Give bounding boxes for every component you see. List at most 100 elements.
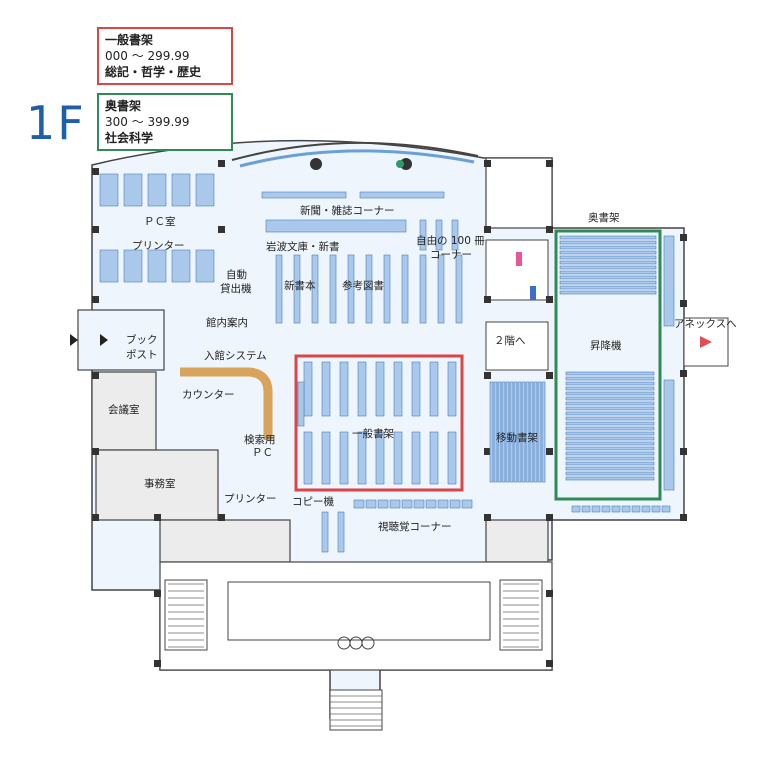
desk [147,173,167,207]
pillar [154,660,161,667]
shelf [537,381,542,483]
shelf [429,431,439,485]
label-counter: カウンター [182,389,235,401]
shelf [401,254,409,324]
shelf [451,219,459,251]
shelf [411,431,421,485]
shelf [559,250,657,255]
shelf [429,361,439,417]
shelf [565,376,655,381]
back-shelves-highlight [554,229,662,501]
shelf [565,396,655,401]
shelf [419,254,427,324]
shelf [347,254,355,324]
shelf [357,361,367,417]
shelf [565,436,655,441]
pillar [92,514,99,521]
desk [377,499,389,509]
shelf [565,441,655,446]
shelf [663,379,675,491]
shelf [275,254,283,324]
label-newspapers: 新聞・雑誌コーナー [300,205,395,217]
desk [195,173,215,207]
shelf [565,446,655,451]
shelf [559,265,657,270]
pillar [546,448,553,455]
pillar [92,448,99,455]
label-annex: アネックスへ [674,318,737,330]
pillar [218,514,225,521]
shelf [565,471,655,476]
shelf [565,411,655,416]
shelf [513,381,518,483]
pillar [546,590,553,597]
pillar [680,300,687,307]
shelf [559,260,657,265]
shelf [447,431,457,485]
desk [99,173,119,207]
shelf [393,361,403,417]
pillar [154,514,161,521]
legend-general-subjects: 総記・哲学・歴史 [105,65,202,79]
shelf [509,381,514,483]
shelf [565,421,655,426]
label-second-floor: ２階へ [494,335,526,347]
shelf [505,381,510,483]
desk [651,505,661,513]
shelf [565,451,655,456]
label-free-100: 自由の 100 冊 [416,235,485,247]
shelf [437,254,445,324]
shelf [375,361,385,417]
desk [365,499,377,509]
desk [601,505,611,513]
label-book-post-1: ブック [126,334,158,346]
desk [425,499,437,509]
shelf [559,290,657,295]
shelf [565,426,655,431]
shelf [293,254,301,324]
shelf [565,431,655,436]
shelf [559,240,657,245]
shelf [565,401,655,406]
shelf [303,431,313,485]
shelf [559,285,657,290]
label-search-pc-2: ＰＣ [252,447,273,459]
shelf [565,391,655,396]
shelf [357,431,367,485]
label-general-shelves: 一般書架 [352,428,394,440]
pillar [546,372,553,379]
shelf [265,219,407,233]
desk [591,505,601,513]
shelf [559,235,657,240]
shelf [321,361,331,417]
desk [123,173,143,207]
shelf [337,511,345,553]
desk [661,505,671,513]
shelf [339,361,349,417]
legend-back-range: 300 ～ 399.99 [105,115,190,129]
label-guide: 館内案内 [206,317,248,329]
shelf [559,270,657,275]
shelf [261,191,347,199]
label-new-books: 新書本 [284,280,316,292]
pillar [546,296,553,303]
shelf [663,235,675,327]
desk [631,505,641,513]
pillar [546,160,553,167]
pillar [680,370,687,377]
shelf [455,254,463,324]
shelf [359,191,445,199]
floor-label: 1F [26,96,86,150]
shelf [447,361,457,417]
shelf [521,381,526,483]
label-reference: 参考図書 [342,280,384,292]
desk [401,499,413,509]
pillar [484,514,491,521]
pillar [218,226,225,233]
shelf [501,381,506,483]
pillar [484,296,491,303]
desk [353,499,365,509]
shelf [303,361,313,417]
desk [571,505,581,513]
label-book-post-2: ポスト [126,349,158,361]
